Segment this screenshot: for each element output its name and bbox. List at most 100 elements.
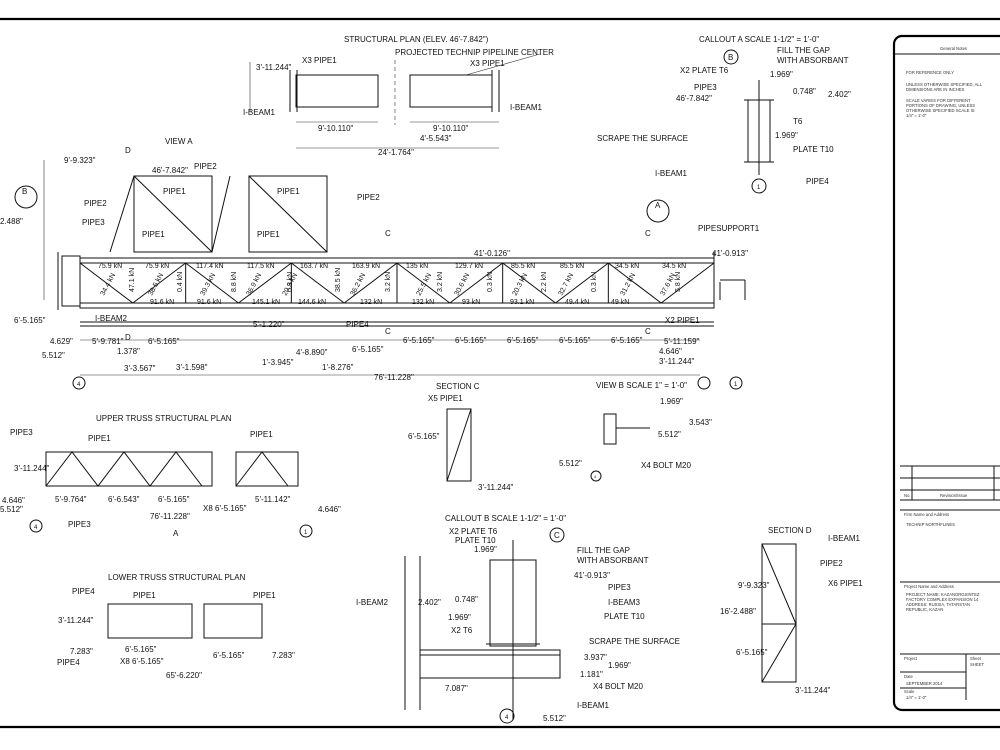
svg-text:4: 4: [77, 382, 81, 388]
svg-text:SCRAPE THE SURFACE: SCRAPE THE SURFACE: [589, 637, 680, 646]
truss-diagonal: [79, 262, 134, 304]
svg-text:1.969": 1.969": [448, 613, 471, 622]
svg-text:6'-5.165": 6'-5.165": [213, 651, 245, 660]
view-a-seg-2: 6'-5.165": [507, 336, 539, 345]
view-a-elev2: 41'-0.126": [474, 249, 510, 258]
load-vert-7: 0.3 kN: [487, 272, 494, 292]
svg-text:3'-11.244": 3'-11.244": [478, 483, 514, 492]
svg-text:A: A: [173, 529, 179, 538]
svg-text:T6: T6: [793, 117, 803, 126]
svg-text:3'-11.244": 3'-11.244": [14, 464, 50, 473]
callout-a-title: CALLOUT A SCALE 1-1/2" = 1'-0": [699, 35, 819, 44]
svg-text:PORTIONS OF DRAWING, UNLESS: PORTIONS OF DRAWING, UNLESS: [906, 103, 975, 108]
svg-text:X2 PLATE T6: X2 PLATE T6: [449, 527, 498, 536]
view-b: VIEW B SCALE 1" = 1'-0" 1.969" 3.543" 5.…: [559, 381, 712, 482]
load-vert-3: 0.3 kN: [287, 272, 294, 292]
plan-pipe-left: X3 PIPE1: [302, 56, 337, 65]
section-c-title: SECTION C: [436, 382, 480, 391]
svg-text:4: 4: [34, 525, 38, 531]
svg-text:4: 4: [505, 715, 509, 721]
svg-text:6'-5.165": 6'-5.165": [125, 645, 157, 654]
svg-text:DIMENSIONS ARE IN INCHES: DIMENSIONS ARE IN INCHES: [906, 87, 965, 92]
svg-text:PLATE T10: PLATE T10: [455, 536, 496, 545]
view-a-seg-4: 6'-5.165": [611, 336, 643, 345]
truss-diagonal: [502, 262, 556, 304]
svg-text:I-BEAM1: I-BEAM1: [577, 701, 610, 710]
load-vert-2: 8.8 kN: [231, 272, 238, 292]
svg-text:1.969": 1.969": [660, 397, 683, 406]
svg-text:X2 T6: X2 T6: [451, 626, 473, 635]
svg-text:5.512": 5.512": [543, 714, 566, 723]
svg-text:PIPE3: PIPE3: [608, 583, 631, 592]
svg-text:5'-9.764": 5'-9.764": [55, 495, 87, 504]
load-top-1: 75.9 kN: [145, 263, 169, 270]
load-top-4: 163.7 kN: [300, 263, 328, 270]
svg-text:Sheet: Sheet: [970, 656, 982, 661]
view-a-pipe2a: PIPE2: [194, 162, 217, 171]
view-a-pipe1c: PIPE1: [142, 230, 165, 239]
svg-text:1.969": 1.969": [608, 661, 631, 670]
svg-text:PIPE1: PIPE1: [88, 434, 111, 443]
plan-title: STRUCTURAL PLAN (ELEV. 46'-7.842"): [344, 35, 489, 44]
load-vert-4: 38.5 kN: [335, 268, 342, 292]
view-a-mark-c2: C: [385, 327, 391, 336]
svg-text:1: 1: [304, 530, 308, 536]
svg-text:1.181": 1.181": [580, 670, 603, 679]
load-vert-10: 5.8 kN: [675, 272, 682, 292]
svg-text:PIPE1: PIPE1: [250, 430, 273, 439]
load-bot-1: 91.6 kN: [197, 299, 221, 306]
svg-text:PIPE1: PIPE1: [133, 591, 156, 600]
section-c: SECTION C X5 PIPE1 6'-5.165" 3'-11.244": [408, 382, 514, 492]
svg-text:Project: Project: [904, 656, 918, 661]
view-a-seg-0: 6'-5.165": [403, 336, 435, 345]
svg-text:B: B: [728, 53, 733, 62]
svg-text:76'-11.228": 76'-11.228": [150, 512, 190, 521]
plan-pipe-right: X3 PIPE1: [470, 59, 505, 68]
upper-truss-plan: UPPER TRUSS STRUCTURAL PLAN PIPE3 PIPE1 …: [0, 414, 341, 538]
load-vert-9: 0.3 kN: [591, 272, 598, 292]
svg-text:I-BEAM1: I-BEAM1: [655, 169, 688, 178]
view-a-elev3: 41'-0.913": [712, 249, 748, 258]
svg-text:6'-5.165": 6'-5.165": [158, 495, 190, 504]
load-top-2: 117.4 kN: [196, 263, 224, 270]
svg-text:No.: No.: [904, 493, 911, 498]
svg-text:6'-5.165": 6'-5.165": [408, 432, 440, 441]
load-top-8: 85.5 kN: [511, 263, 535, 270]
svg-text:1: 1: [757, 185, 761, 191]
view-a-seg-3: 6'-5.165": [559, 336, 591, 345]
svg-text:2.402": 2.402": [418, 598, 441, 607]
svg-text:7.283": 7.283": [272, 651, 295, 660]
view-a-d-e: 5.512": [42, 351, 65, 360]
grid-1: [697, 376, 711, 390]
svg-text:PIPE4: PIPE4: [72, 587, 95, 596]
svg-text:Revision/Issue: Revision/Issue: [940, 493, 968, 498]
callout-b-title: CALLOUT B SCALE 1-1/2" = 1'-0": [445, 514, 566, 523]
truss-diagonal: [132, 262, 186, 304]
svg-text:2.402": 2.402": [828, 90, 851, 99]
view-a-seg-1: 6'-5.165": [455, 336, 487, 345]
plan-center-label: PROJECTED TECHNIP PIPELINE CENTER: [395, 48, 554, 57]
svg-text:PIPE1: PIPE1: [253, 591, 276, 600]
callout-a: CALLOUT A SCALE 1-1/2" = 1'-0" B FILL TH…: [597, 35, 851, 194]
plan-d5: 24'-1.764": [378, 148, 414, 157]
view-a-title: VIEW A: [165, 137, 193, 146]
view-a-pipe2b: PIPE2: [84, 199, 107, 208]
view-a-pipesupport: PIPESUPPORT1: [698, 224, 760, 233]
view-a-pipe3: PIPE3: [82, 218, 105, 227]
svg-text:65'-6.220": 65'-6.220": [166, 671, 202, 680]
view-a-d-f: 3'-3.567": [124, 364, 156, 373]
svg-text:PIPE2: PIPE2: [820, 559, 843, 568]
svg-text:A: A: [655, 201, 661, 210]
load-top-10: 34.5 kN: [615, 263, 639, 270]
svg-text:1.969": 1.969": [775, 131, 798, 140]
structural-plan: STRUCTURAL PLAN (ELEV. 46'-7.842") PROJE…: [243, 35, 554, 157]
svg-text:1/4" = 1'-0": 1/4" = 1'-0": [906, 695, 927, 700]
load-bot-3: 144.6 kN: [298, 299, 326, 306]
svg-text:4.646": 4.646": [318, 505, 341, 514]
svg-text:0.748": 0.748": [793, 87, 816, 96]
svg-text:X4 BOLT M20: X4 BOLT M20: [641, 461, 692, 470]
plan-ibeam-left: I-BEAM1: [243, 108, 276, 117]
truss-diagonal: [238, 262, 292, 304]
plan-d2: 9'-10.110": [318, 124, 354, 133]
